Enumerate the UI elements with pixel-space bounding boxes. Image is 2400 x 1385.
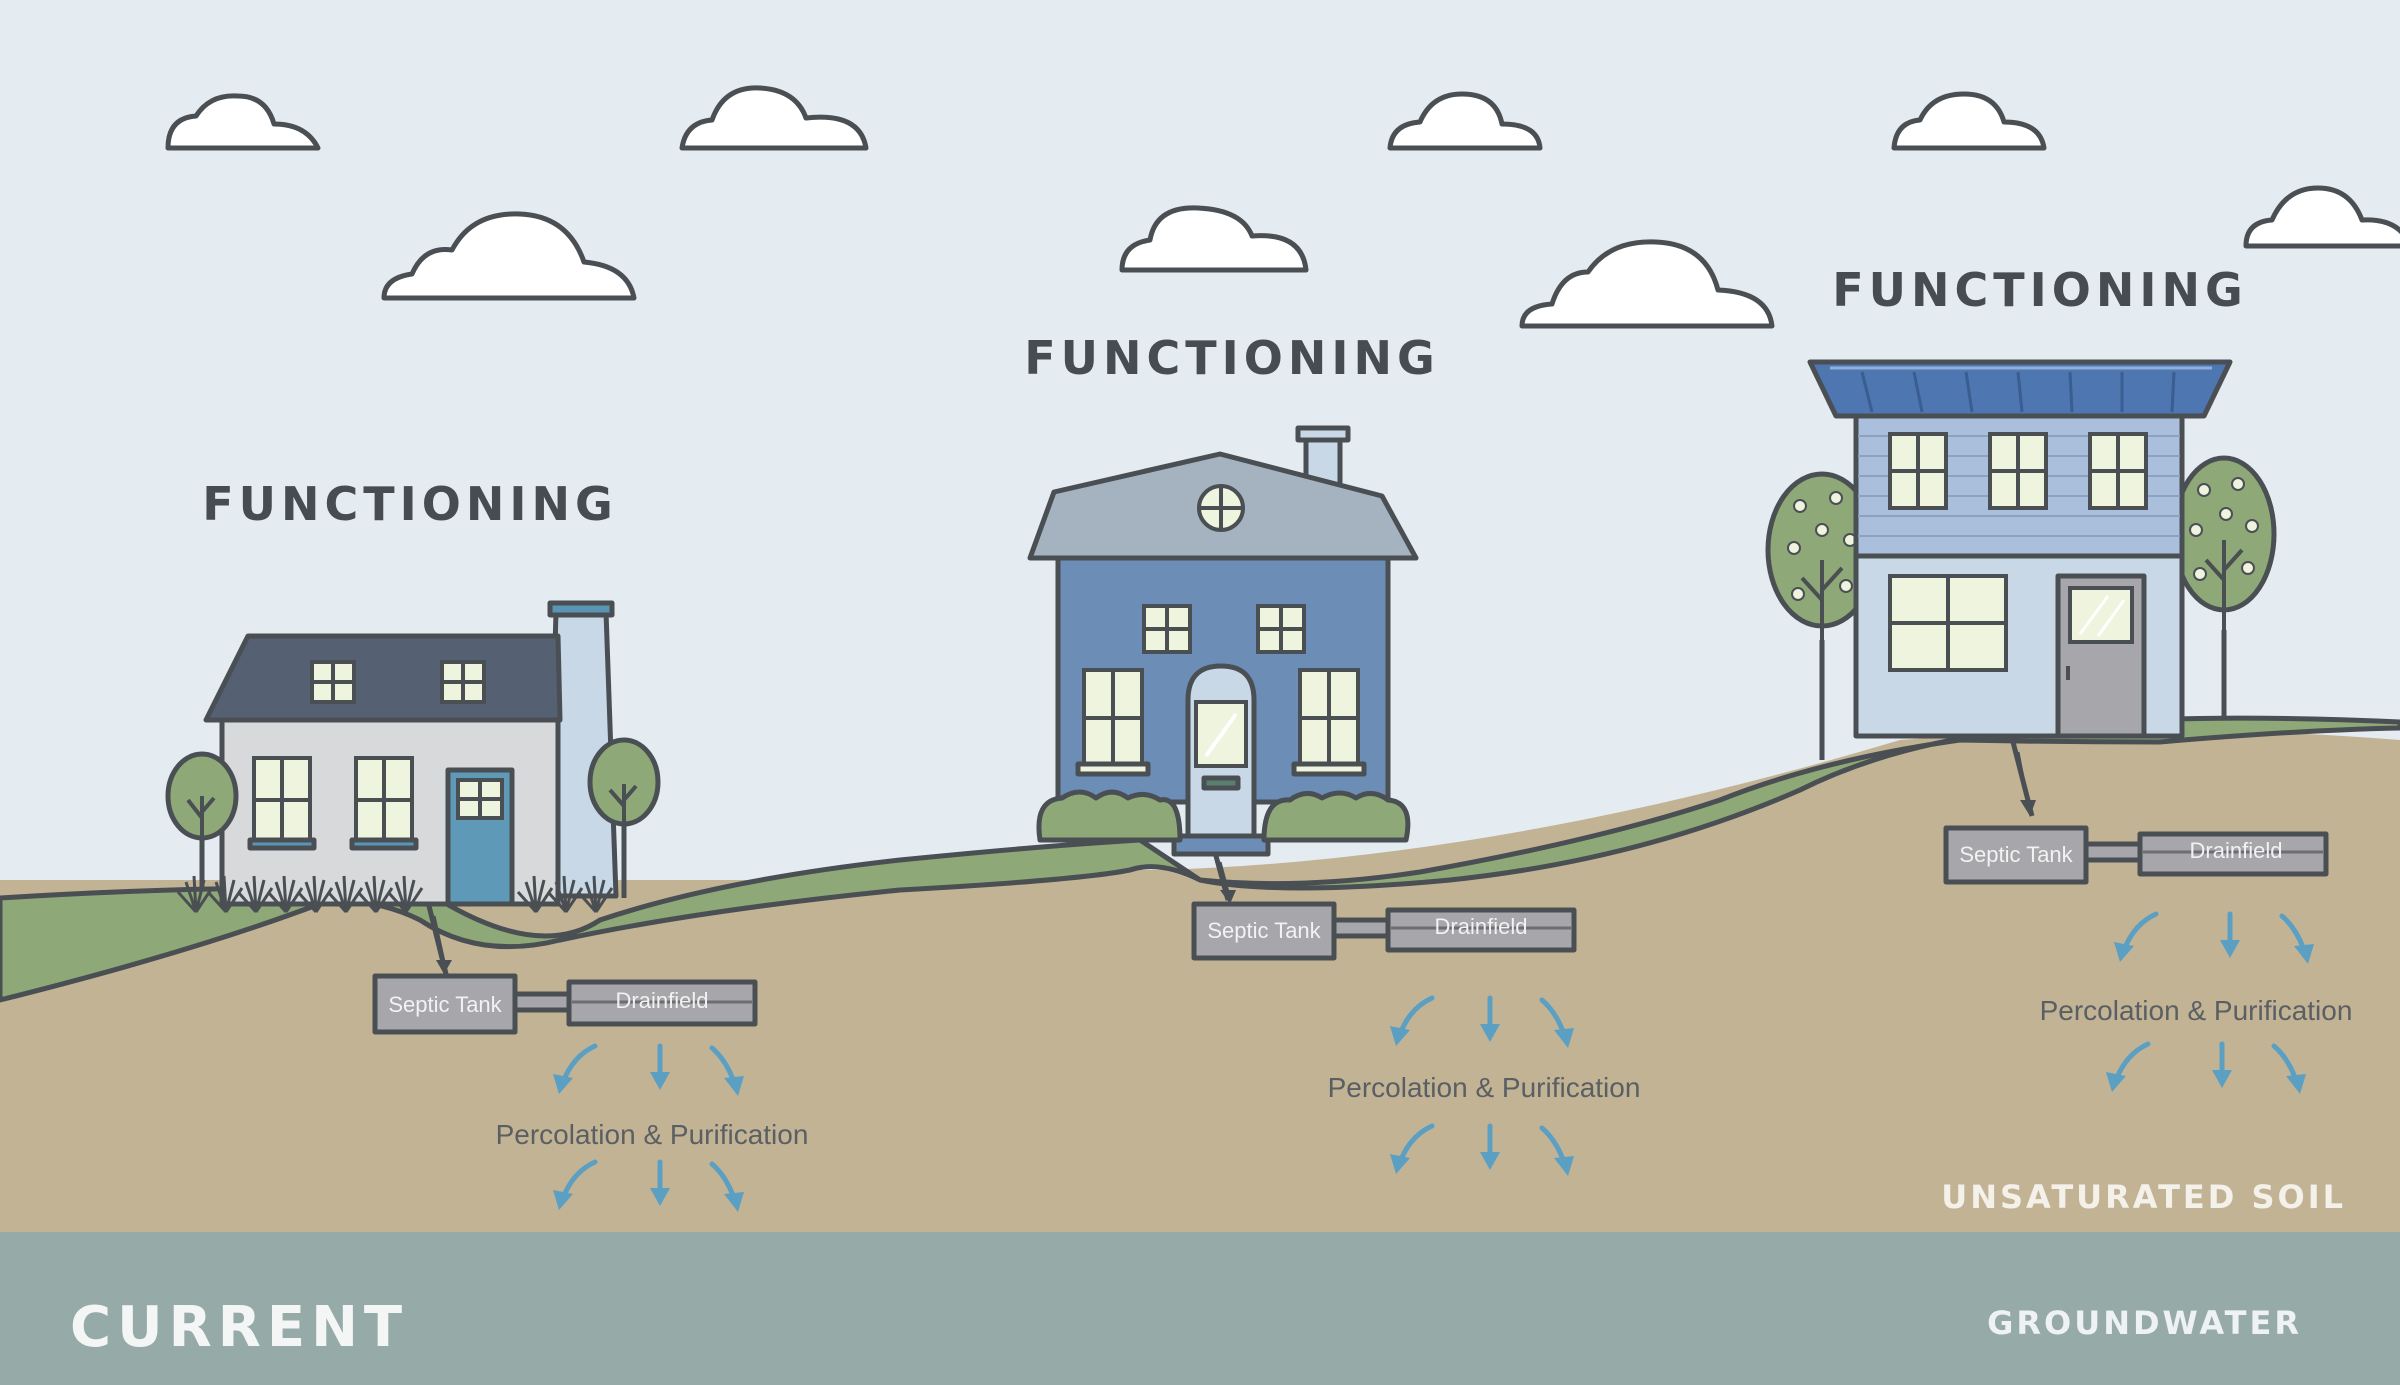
cloud-icon — [381, 211, 637, 301]
cloud-icon — [1387, 91, 1543, 151]
status-label-house-1: FUNCTIONING — [202, 477, 618, 531]
septic-tank — [372, 973, 518, 1035]
groundwater-layer — [0, 1232, 2400, 1385]
septic-tank-label: Septic Tank — [1207, 918, 1321, 943]
percolation-label-1: Percolation & Purification — [496, 1119, 809, 1150]
window — [1075, 668, 1151, 777]
front-door — [1171, 663, 1271, 857]
septic-tank-label: Septic Tank — [388, 992, 502, 1017]
status-label-house-3: FUNCTIONING — [1832, 263, 2248, 317]
clouds — [165, 85, 2400, 329]
window — [1256, 604, 1306, 654]
house-3 — [1765, 359, 2277, 817]
window — [1988, 432, 2048, 510]
cloud-icon — [1119, 205, 1309, 273]
grass-hill — [0, 715, 2400, 1003]
cloud-icon — [679, 85, 869, 151]
cloud-icon — [1519, 239, 1775, 329]
window — [1888, 432, 1948, 510]
house-1 — [165, 600, 661, 975]
house-1-roof — [203, 633, 563, 723]
drainfield — [1385, 907, 1577, 953]
drainfield-label: Drainfield — [2190, 838, 2283, 863]
cloud-icon — [2243, 185, 2400, 249]
septic-system-2: Septic Tank Drainfield — [1191, 901, 1577, 961]
cloud-icon — [1891, 91, 2047, 151]
bush — [1261, 790, 1411, 843]
drainfield-label: Drainfield — [616, 988, 709, 1013]
front-door — [2055, 573, 2147, 739]
window — [1888, 574, 2008, 672]
septic-system-3: Septic Tank Drainfield — [1943, 825, 2329, 885]
drainfield — [2137, 831, 2329, 877]
window — [440, 660, 486, 704]
bush — [1036, 789, 1183, 843]
septic-tank — [1943, 825, 2089, 885]
window — [1142, 604, 1192, 654]
house-2 — [1027, 425, 1419, 904]
window — [310, 660, 356, 704]
tree — [587, 737, 661, 898]
percolation-label-2: Percolation & Purification — [1328, 1072, 1641, 1103]
tree — [165, 751, 239, 888]
percolation-label-3: Percolation & Purification — [2040, 995, 2353, 1026]
septic-tank-label: Septic Tank — [1959, 842, 2073, 867]
scenario-label: CURRENT — [70, 1295, 408, 1360]
window — [247, 756, 317, 851]
window — [1291, 668, 1367, 777]
tree — [2171, 455, 2277, 720]
drainfield-label: Drainfield — [1435, 914, 1528, 939]
front-door — [445, 767, 515, 907]
septic-system-1: Septic Tank Drainfield — [372, 973, 758, 1035]
unsaturated-soil-label: UNSATURATED SOIL — [1941, 1178, 2346, 1216]
groundwater-label: GROUNDWATER — [1987, 1304, 2302, 1342]
window — [349, 756, 419, 851]
window — [2088, 432, 2148, 510]
status-label-house-2: FUNCTIONING — [1024, 331, 1440, 385]
cloud-icon — [165, 93, 321, 151]
